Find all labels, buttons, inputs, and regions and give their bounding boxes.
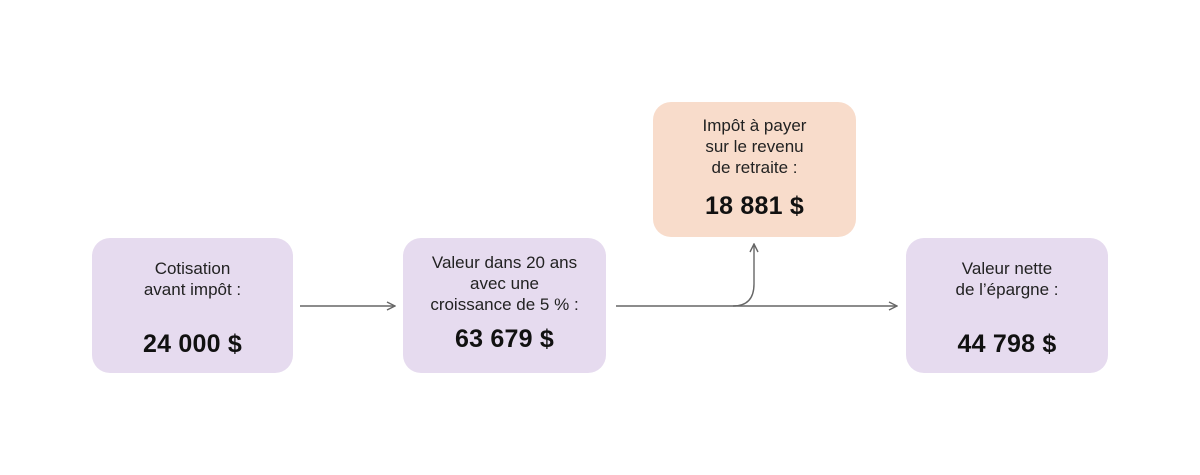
contribution-label: Cotisation avant impôt : bbox=[143, 259, 242, 299]
contribution-value: 24 000 $ bbox=[143, 330, 242, 358]
tax-box: Impôt à payer sur le revenu de retraite … bbox=[653, 102, 856, 237]
net-value-label: Valeur nette de l’épargne : bbox=[955, 259, 1059, 299]
net-value-box: Valeur nette de l’épargne : 44 798 $ bbox=[906, 238, 1108, 373]
arrow-growth-to-tax bbox=[732, 244, 754, 307]
growth-value-box: Valeur dans 20 ans avec une croissance d… bbox=[403, 238, 606, 373]
net-value: 44 798 $ bbox=[957, 330, 1057, 358]
tax-label: Impôt à payer sur le revenu de retraite … bbox=[702, 116, 807, 177]
growth-value-label: Valeur dans 20 ans avec une croissance d… bbox=[430, 253, 579, 314]
tax-value: 18 881 $ bbox=[705, 192, 804, 220]
growth-value: 63 679 $ bbox=[455, 325, 554, 353]
contribution-box: Cotisation avant impôt : 24 000 $ bbox=[92, 238, 293, 373]
